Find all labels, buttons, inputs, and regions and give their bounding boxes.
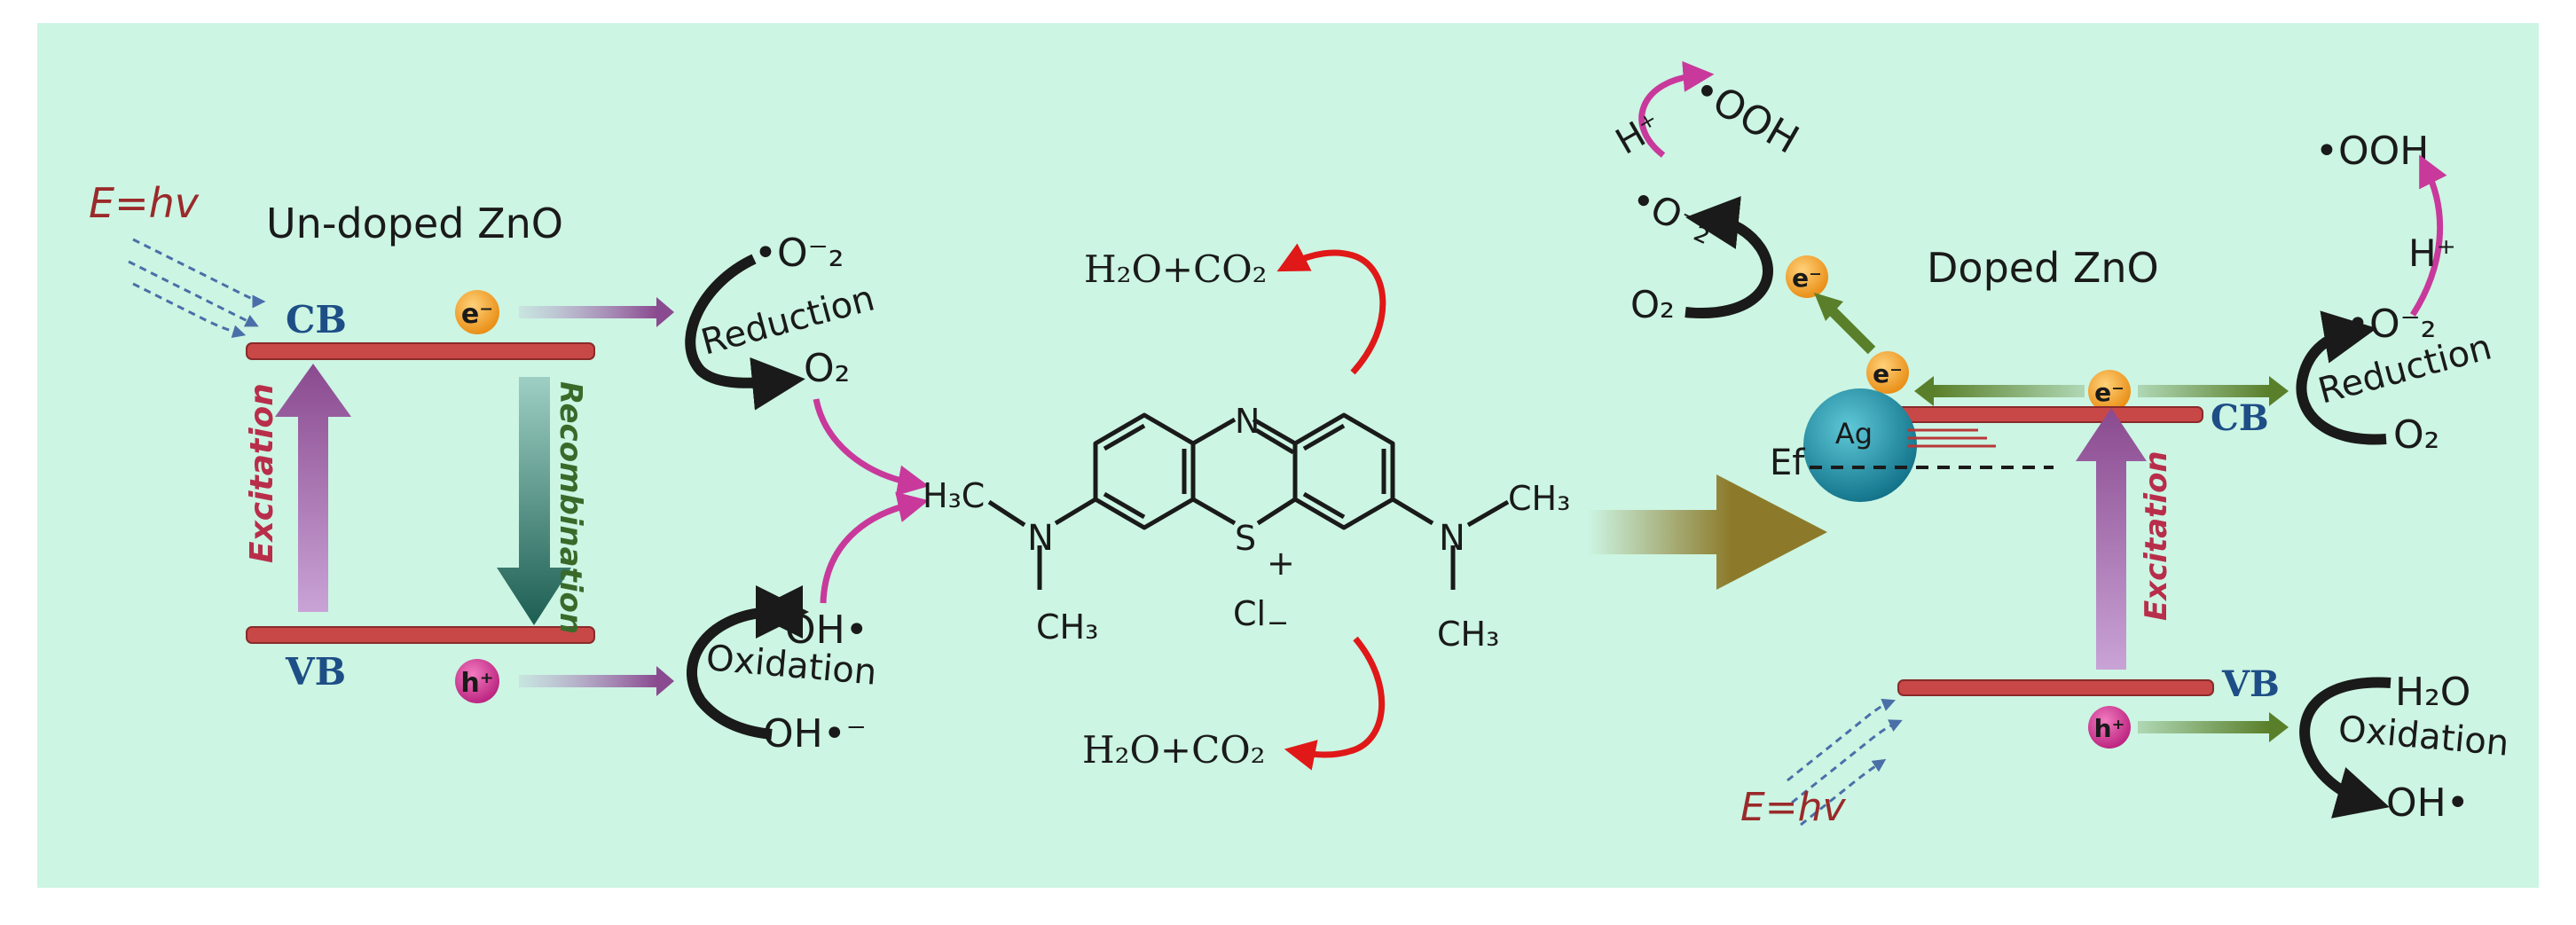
left-electron (455, 290, 499, 334)
left-oxygen: O₂ (804, 346, 850, 391)
right-excitation-label: Excitation (2139, 451, 2174, 621)
center-right-amine: N (1439, 518, 1465, 559)
left-vb-label: VB (285, 650, 346, 694)
right-excitation-arrow (2076, 408, 2147, 670)
right-conduction-band (1887, 406, 2203, 423)
left-cb-label: CB (286, 298, 347, 341)
right-oxygen-right: O₂ (2393, 412, 2439, 458)
right-top-left-cycle: •OOH H⁺ •O⁻₂ O₂ (1609, 60, 1807, 326)
left-hole-transfer-arrow (519, 675, 656, 687)
methylene-blue-molecule: H₂O+CO₂ N S + Cl − N H₃ (923, 243, 1570, 772)
right-reduction-cycle: •OOH H⁺ •O⁻₂ Reduction O₂ (2296, 129, 2496, 458)
right-hplus-right: H⁺ (2408, 231, 2456, 275)
ag-trap-levels (1907, 428, 1996, 448)
right-electron-ag-label: e⁻ (1873, 359, 1903, 388)
left-excitation-label: Excitation (244, 383, 280, 563)
left-recombination-arrow (497, 377, 571, 625)
fermi-label: Ef (1770, 443, 1805, 483)
left-electron-label: e⁻ (461, 299, 493, 330)
undoped-zno-panel: E=hv Un-doped ZnO CB VB Excitation Recom… (89, 179, 930, 756)
right-hole-label: h⁺ (2094, 714, 2125, 743)
right-vb-label: VB (2221, 663, 2280, 705)
center-products-bottom: H₂O+CO₂ (1082, 728, 1266, 772)
center-sulfur: S (1235, 519, 1256, 558)
right-water: H₂O (2395, 670, 2470, 715)
left-energy-label: E=hv (89, 179, 200, 227)
left-hydroxide: OH•⁻ (763, 711, 867, 756)
right-energy-label: E=hv (1740, 785, 1847, 830)
right-valence-band (1897, 679, 2214, 696)
right-electron-upper (1786, 255, 1828, 298)
right-ooh-right: •OOH (2315, 129, 2429, 174)
right-oxidation-label: Oxidation (2336, 709, 2510, 764)
left-title: Un-doped ZnO (266, 200, 563, 247)
center-products-top: H₂O+CO₂ (1084, 247, 1268, 291)
right-hydroxyl-radical: OH• (2386, 780, 2470, 826)
right-cb-label: CB (2211, 397, 2269, 439)
right-ooh-top-left: •OOH (1685, 67, 1807, 162)
center-ring-nitrogen: N (1235, 402, 1260, 441)
doped-zno-panel: •OOH H⁺ •O⁻₂ O₂ e⁻ Doped ZnO •OOH H⁺ •O⁻… (1609, 60, 2510, 830)
center-sulfur-charge: + (1267, 544, 1295, 583)
main-transition-arrow (1588, 474, 1827, 590)
right-electron-to-ag-arrow (1934, 385, 2085, 397)
silver-label: Ag (1835, 417, 1873, 451)
right-electron-cb (2088, 370, 2131, 412)
left-reduction-label: Reduction (697, 278, 879, 363)
right-hole-transfer-arrow (2138, 721, 2269, 733)
left-pink-arrow-bottom (820, 491, 930, 604)
right-light-waves (1787, 698, 1903, 827)
center-chloride-charge: − (1267, 608, 1289, 639)
center-red-arrow-top (1276, 243, 1386, 375)
left-hydroxyl-radical: OH• (785, 608, 868, 653)
right-oxygen-top-left: O₂ (1630, 283, 1675, 326)
center-ch3-left-bottom: CH₃ (1036, 608, 1098, 647)
center-red-arrow-bottom (1284, 636, 1386, 771)
right-title: Doped ZnO (1927, 244, 2159, 292)
left-electron-transfer-arrow (519, 306, 656, 318)
left-light-waves (128, 238, 266, 339)
left-pink-arrow-top (813, 398, 930, 497)
right-ag-electron-arrow (1823, 302, 1876, 355)
right-electron-to-o2-arrow (2138, 385, 2269, 397)
right-electron-ag (1866, 351, 1909, 394)
left-hole-label: h⁺ (460, 668, 493, 699)
center-left-amine: N (1027, 518, 1054, 559)
left-hole (455, 659, 499, 703)
center-ch3-right-bottom: CH₃ (1437, 615, 1499, 654)
right-electron-upper-label: e⁻ (1792, 263, 1822, 293)
left-superoxide: •O⁻₂ (754, 231, 844, 276)
right-oxidation-cycle: H₂O Oxidation OH• (2299, 670, 2510, 826)
left-reduction-cycle: •O⁻₂ Reduction O₂ (685, 231, 879, 411)
left-oxidation-cycle: OH• Oxidation OH•⁻ (687, 584, 878, 756)
left-valence-band (246, 626, 595, 644)
right-superoxide-top-left: •O⁻₂ (1624, 177, 1720, 253)
center-ch3-right-top: CH₃ (1508, 479, 1570, 518)
right-superoxide-right: •O⁻₂ (2346, 302, 2436, 347)
center-h3c: H₃C (923, 476, 985, 515)
left-recombination-label: Recombination (553, 381, 588, 634)
center-chloride: Cl (1233, 594, 1266, 633)
right-electron-cb-label: e⁻ (2094, 378, 2124, 407)
silver-nanoparticle (1803, 388, 1917, 502)
left-conduction-band (246, 342, 595, 360)
right-hole (2088, 706, 2131, 749)
left-excitation-arrow (275, 364, 351, 612)
